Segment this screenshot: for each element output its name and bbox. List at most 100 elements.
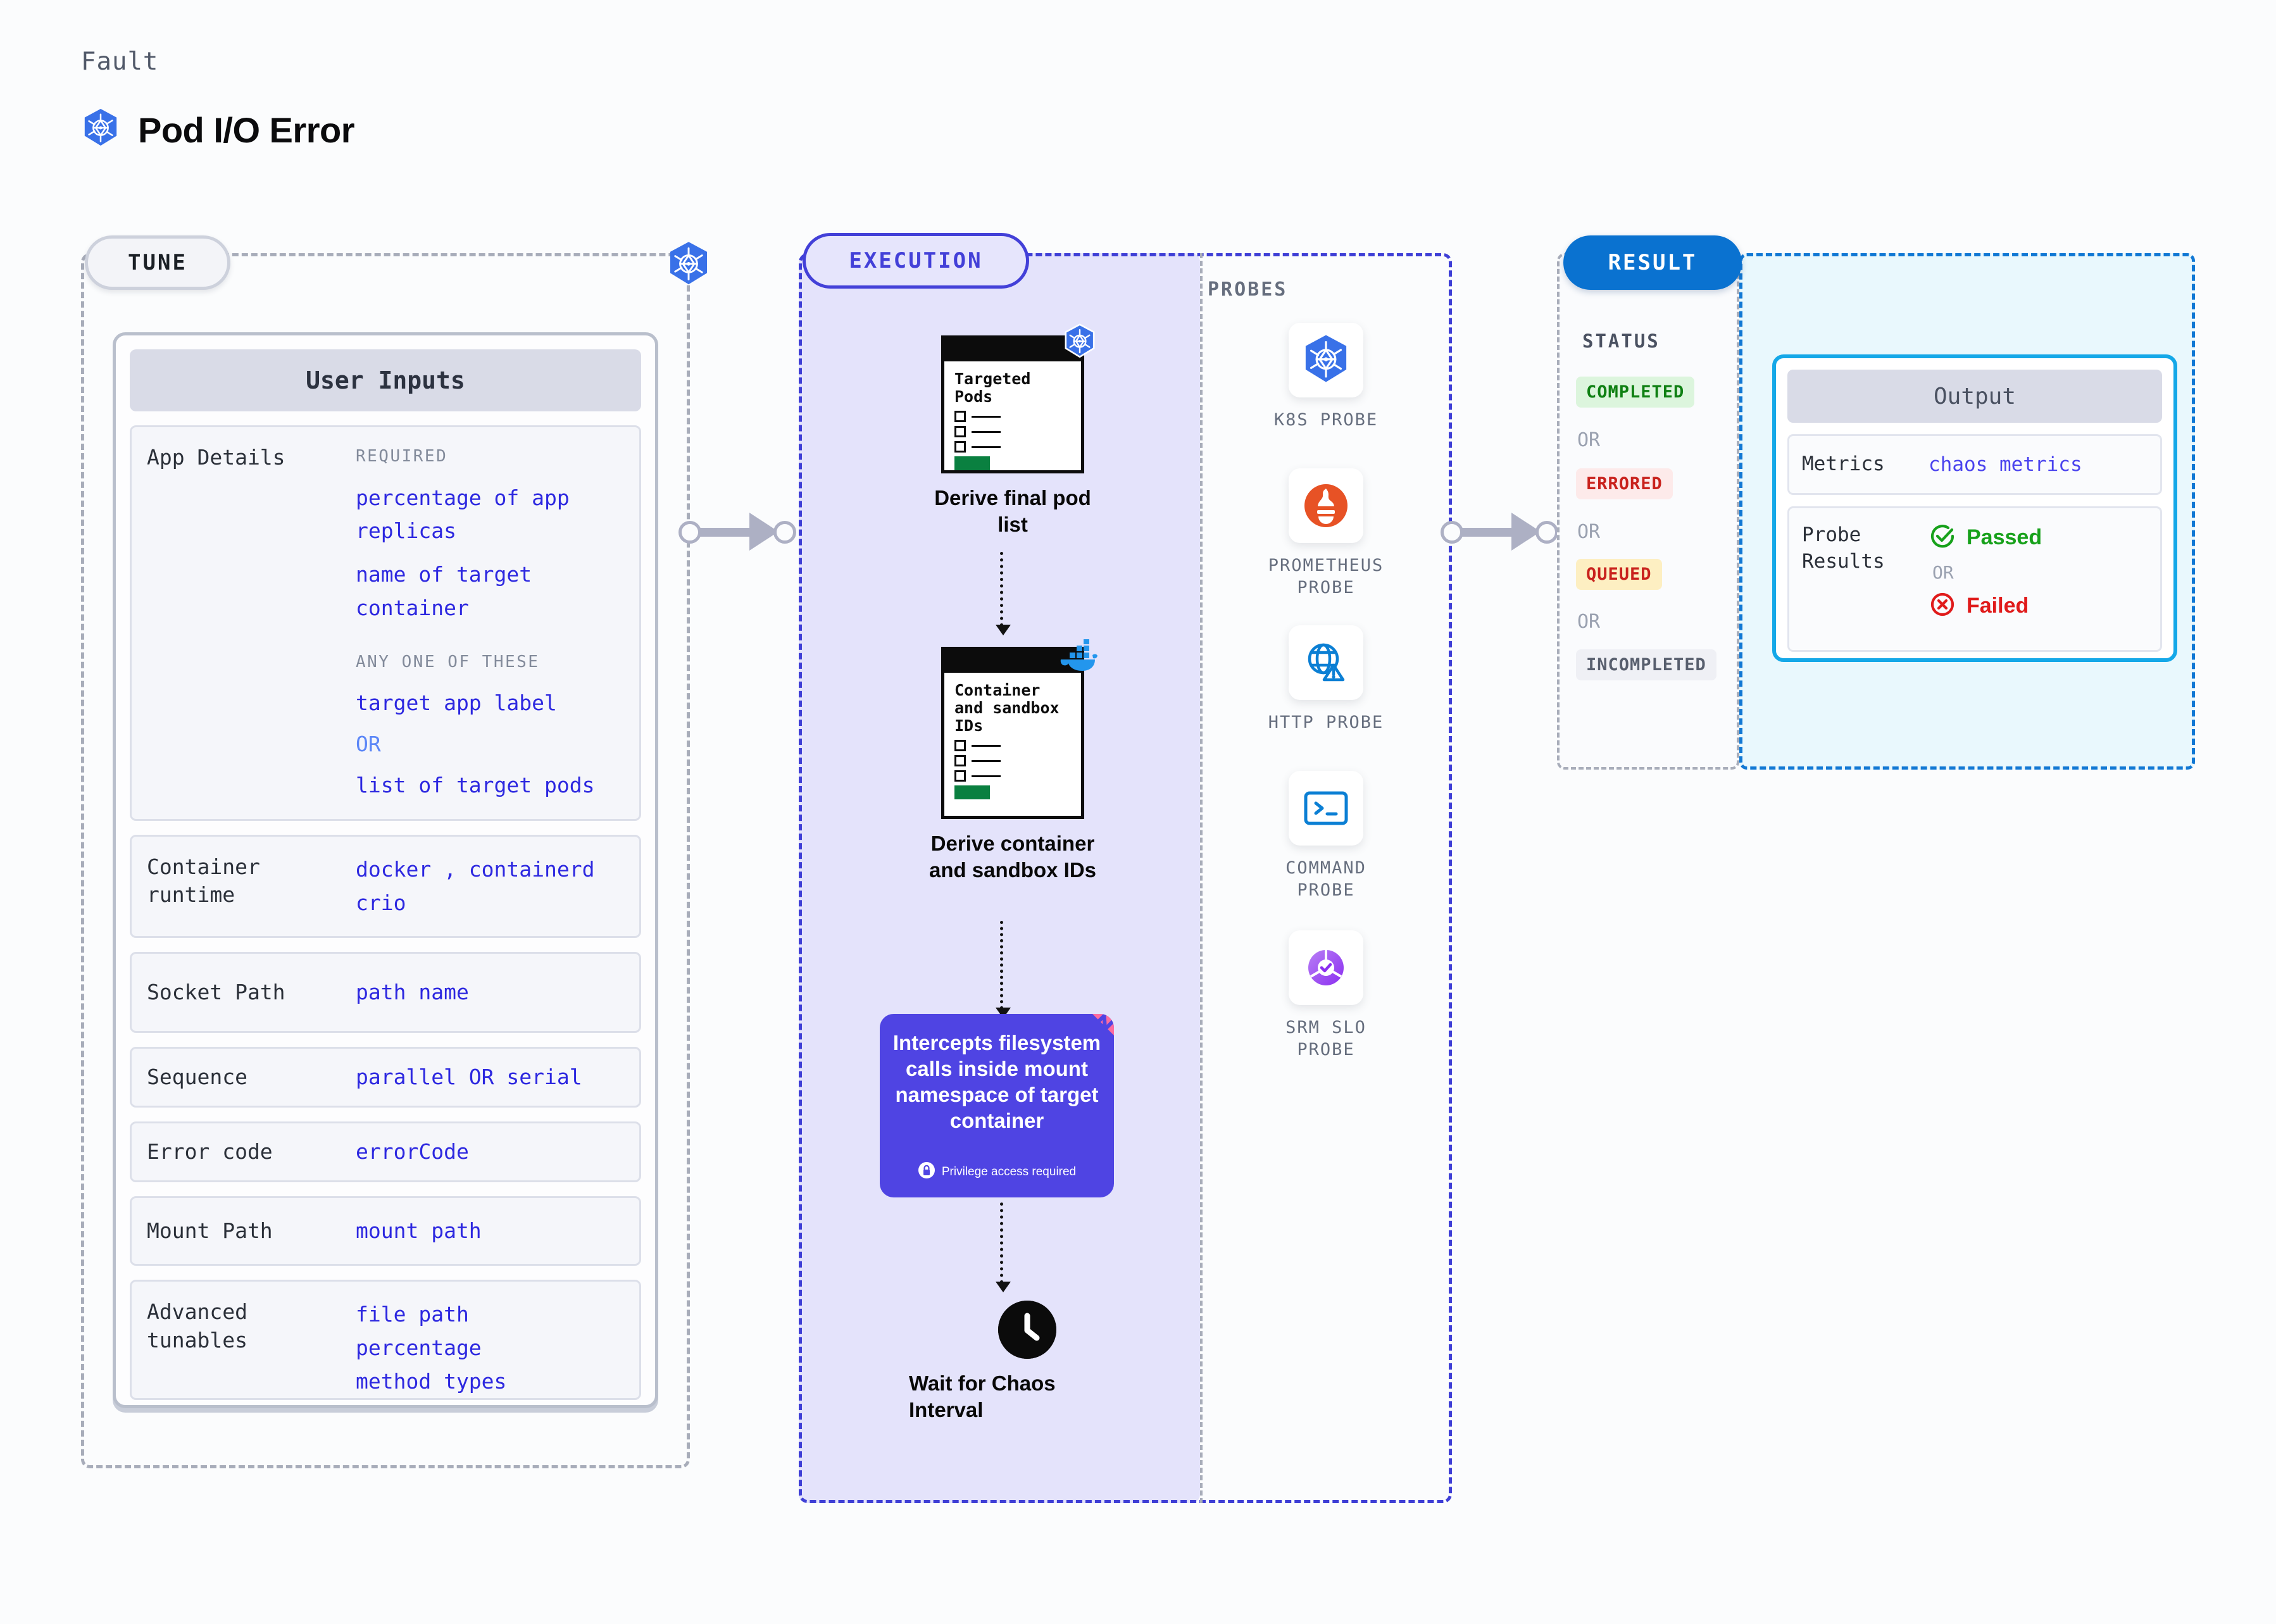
checklist xyxy=(954,411,1071,453)
probes-label: PROBES xyxy=(1208,278,1288,301)
app-details-label: App Details xyxy=(147,445,285,470)
x-circle-icon xyxy=(1929,590,1956,621)
globe-warning-icon xyxy=(1289,625,1363,700)
targeted-pods-title: Targeted Pods xyxy=(954,370,1031,406)
probe-passed: Passed xyxy=(1929,522,2042,553)
card-top-bar xyxy=(944,339,1081,361)
node-caption: Derive container and sandbox IDs xyxy=(929,832,1097,882)
probe-results-row: Probe Results Passed OR xyxy=(1787,506,2162,652)
page-title-text: Pod I/O Error xyxy=(138,110,355,150)
flow-arrow-1 xyxy=(996,552,1011,635)
advanced-tunables-label: Advanced tunables xyxy=(147,1299,247,1352)
privilege-note: Privilege access required xyxy=(941,1165,1077,1178)
probe-results-or: OR xyxy=(1932,562,1954,583)
status-badge-completed: COMPLETED xyxy=(1576,377,1695,408)
failed-text: Failed xyxy=(1966,594,2029,618)
connector-execution-result xyxy=(1441,513,1567,551)
progress-bar xyxy=(954,456,990,470)
user-inputs-title: User Inputs xyxy=(130,349,641,411)
container-runtime-label: Container runtime xyxy=(147,854,260,908)
user-inputs-card: User Inputs App Details REQUIRED percent… xyxy=(113,332,658,1408)
probe-failed: Failed xyxy=(1929,590,2042,621)
result-tag: RESULT xyxy=(1563,235,1742,290)
probe-label: HTTP PROBE xyxy=(1268,713,1384,732)
mount-path-value: mount path xyxy=(356,1218,482,1243)
execution-region xyxy=(799,253,1452,1503)
socket-path-value: path name xyxy=(356,979,469,1004)
execution-tag: EXECUTION xyxy=(803,233,1029,289)
passed-text: Passed xyxy=(1966,525,2042,549)
check-circle-icon xyxy=(1929,522,1956,553)
action-box: Intercepts filesystem calls inside mount… xyxy=(880,1014,1114,1197)
container-runtime-value-1: crio xyxy=(356,890,406,915)
fault-kicker: Fault xyxy=(81,47,159,76)
srm-slo-icon xyxy=(1289,930,1363,1005)
probes-divider xyxy=(1200,253,1203,1503)
error-code-value: errorCode xyxy=(356,1139,469,1164)
node-caption: Derive final pod list xyxy=(934,486,1091,537)
sequence-row: Sequence parallel OR serial xyxy=(130,1047,641,1108)
metrics-label: Metrics xyxy=(1802,453,1885,476)
status-badge-errored: ERRORED xyxy=(1576,468,1673,499)
probe-command[interactable]: COMMAND PROBE xyxy=(1263,771,1389,901)
mount-path-row: Mount Path mount path xyxy=(130,1196,641,1266)
checklist xyxy=(954,740,1071,782)
ribbon-corner-icon xyxy=(1067,1014,1114,1061)
status-or-2: OR xyxy=(1577,521,1601,543)
sequence-label: Sequence xyxy=(147,1065,247,1090)
kubernetes-icon xyxy=(81,108,120,153)
sequence-value: parallel OR serial xyxy=(356,1064,582,1089)
targeted-pods-card: Targeted Pods xyxy=(941,323,1095,473)
metrics-value: chaos metrics xyxy=(1929,453,2082,476)
prometheus-icon xyxy=(1289,468,1363,543)
clock-icon xyxy=(998,1301,1056,1359)
advanced-value-1: percentage xyxy=(356,1335,482,1361)
any-one-value-1: list of target pods xyxy=(356,772,595,797)
socket-path-row: Socket Path path name xyxy=(130,952,641,1034)
probe-results-label: Probe Results xyxy=(1802,523,1885,573)
output-card: Output Metrics chaos metrics Probe Resul… xyxy=(1772,354,2177,662)
container-runtime-value-0: docker , containerd xyxy=(356,856,595,882)
any-one-value-0: target app label xyxy=(356,690,557,716)
advanced-value-0: file path xyxy=(356,1302,469,1327)
metrics-row: Metrics chaos metrics xyxy=(1787,434,2162,495)
lock-icon xyxy=(918,1161,935,1182)
socket-path-label: Socket Path xyxy=(147,980,285,1005)
probe-prometheus[interactable]: PROMETHEUS PROBE xyxy=(1263,468,1389,599)
advanced-value-2: method types xyxy=(356,1368,507,1394)
container-runtime-row: Container runtime docker , containerd cr… xyxy=(130,834,641,939)
probe-label: COMMAND PROBE xyxy=(1285,858,1366,901)
probe-k8s[interactable]: K8S PROBE xyxy=(1263,323,1389,431)
action-text: Intercepts filesystem calls inside mount… xyxy=(892,1031,1101,1132)
tune-region xyxy=(81,253,690,1468)
kubernetes-icon xyxy=(665,240,713,289)
derive-container-ids-node: Container and sandbox IDs Derive contain… xyxy=(924,639,1101,884)
container-ids-title: Container and sandbox IDs xyxy=(954,681,1060,735)
status-badge-incompleted: INCOMPLETED xyxy=(1576,649,1716,680)
flow-arrow-3 xyxy=(996,1202,1011,1292)
any-one-or: OR xyxy=(356,732,381,757)
derive-pod-list-node: Targeted Pods Derive final pod list xyxy=(924,323,1101,538)
probe-label: K8S PROBE xyxy=(1273,410,1379,430)
card-top-bar xyxy=(944,650,1081,673)
error-code-label: Error code xyxy=(147,1139,273,1165)
probe-srm-slo[interactable]: SRM SLO PROBE xyxy=(1263,930,1389,1061)
progress-bar xyxy=(954,785,990,799)
result-status-region xyxy=(1557,253,1739,770)
docker-icon xyxy=(1056,639,1100,677)
probe-http[interactable]: HTTP PROBE xyxy=(1263,625,1389,734)
page-title: Pod I/O Error xyxy=(81,108,355,153)
flow-arrow-2 xyxy=(996,921,1011,1018)
required-value-0: percentage of app replicas xyxy=(356,485,570,544)
output-title: Output xyxy=(1787,370,2162,423)
wait-node: Wait for Chaos Interval xyxy=(909,1301,1086,1423)
kubernetes-icon xyxy=(1062,323,1097,363)
required-value-1: name of target container xyxy=(356,562,532,620)
required-label: REQUIRED xyxy=(356,447,448,466)
status-badge-queued: QUEUED xyxy=(1576,559,1662,590)
probe-label: SRM SLO PROBE xyxy=(1285,1018,1366,1060)
mount-path-label: Mount Path xyxy=(147,1218,273,1244)
kubernetes-icon xyxy=(1289,323,1363,397)
status-or-3: OR xyxy=(1577,611,1601,633)
probe-label: PROMETHEUS PROBE xyxy=(1268,556,1384,598)
